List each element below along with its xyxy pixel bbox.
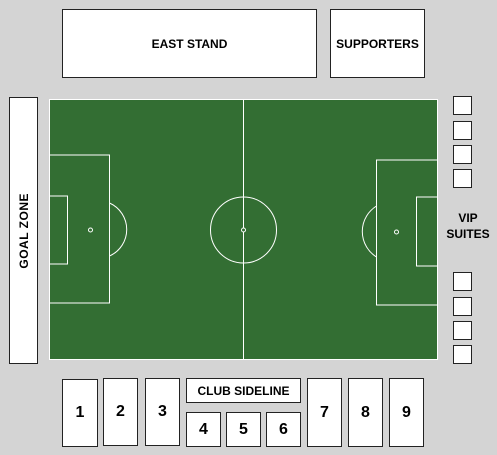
vip-suite-box[interactable] bbox=[453, 297, 472, 316]
club-sideline-label: CLUB SIDELINE bbox=[197, 383, 290, 398]
section-7[interactable]: 7 bbox=[307, 378, 342, 447]
goal-zone-stand[interactable]: GOAL ZONE bbox=[9, 97, 38, 364]
section-1[interactable]: 1 bbox=[62, 379, 98, 447]
club-sideline-stand[interactable]: CLUB SIDELINE bbox=[186, 378, 301, 403]
vip-suite-box[interactable] bbox=[453, 145, 472, 164]
section-5[interactable]: 5 bbox=[226, 412, 261, 447]
east-stand-label: EAST STAND bbox=[151, 36, 228, 51]
vip-suites-label: VIP SUITES bbox=[446, 211, 490, 241]
section-8[interactable]: 8 bbox=[348, 378, 383, 447]
center-circle bbox=[210, 196, 277, 264]
goal-zone-label: GOAL ZONE bbox=[16, 192, 31, 269]
vip-suite-box[interactable] bbox=[453, 169, 472, 188]
section-3[interactable]: 3 bbox=[145, 378, 180, 446]
vip-suite-box[interactable] bbox=[453, 345, 472, 364]
supporters-stand[interactable]: SUPPORTERS bbox=[330, 9, 425, 78]
section-9[interactable]: 9 bbox=[389, 378, 424, 447]
pitch-markings bbox=[49, 99, 438, 360]
supporters-label: SUPPORTERS bbox=[336, 36, 419, 51]
section-6[interactable]: 6 bbox=[266, 412, 301, 447]
left-goal-box bbox=[49, 195, 68, 265]
right-goal-box bbox=[416, 196, 438, 267]
vip-suite-box[interactable] bbox=[453, 272, 472, 291]
right-penalty-arc bbox=[361, 205, 377, 258]
right-penalty-spot bbox=[394, 229, 399, 235]
left-penalty-box bbox=[49, 154, 110, 304]
section-4[interactable]: 4 bbox=[186, 412, 221, 447]
vip-suite-box[interactable] bbox=[453, 321, 472, 340]
section-2[interactable]: 2 bbox=[103, 378, 138, 446]
center-spot bbox=[241, 227, 246, 233]
left-penalty-arc bbox=[109, 202, 128, 257]
football-pitch bbox=[49, 99, 438, 360]
east-stand[interactable]: EAST STAND bbox=[62, 9, 317, 78]
left-penalty-spot bbox=[88, 227, 93, 233]
vip-suite-box[interactable] bbox=[453, 121, 472, 140]
right-penalty-box bbox=[376, 159, 438, 306]
vip-suite-box[interactable] bbox=[453, 96, 472, 115]
